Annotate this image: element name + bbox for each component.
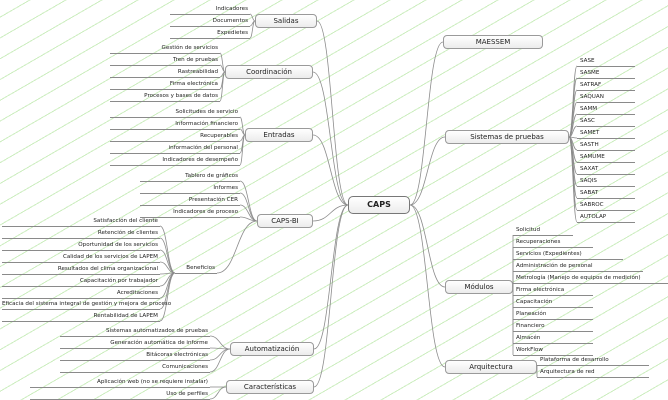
topic-arquitectura[interactable]: Arquitectura bbox=[445, 360, 537, 374]
connector bbox=[316, 20, 349, 206]
connector bbox=[249, 20, 256, 39]
modulo-item[interactable]: Financiero bbox=[513, 321, 593, 332]
connector bbox=[159, 272, 176, 322]
beneficio-item[interactable]: Rentabilidad de LAPEM bbox=[2, 311, 160, 322]
coordinacion-item[interactable]: Procesos y bases de datos bbox=[110, 91, 220, 102]
connector bbox=[409, 136, 446, 206]
salidas-item[interactable]: Documentos bbox=[170, 16, 250, 27]
beneficio-item[interactable]: Oportunidad de los servicios bbox=[2, 240, 160, 251]
sistema-prueba-item[interactable]: SASE bbox=[577, 56, 635, 67]
sistema-prueba-item[interactable]: SAMET bbox=[577, 128, 635, 139]
beneficio-item[interactable]: Calidad de los servicios de LAPEM bbox=[2, 252, 160, 263]
sistema-prueba-item[interactable]: SAMM bbox=[577, 104, 635, 115]
connector bbox=[209, 348, 231, 373]
topic-salidas[interactable]: Salidas bbox=[255, 14, 317, 28]
arquitectura-item[interactable]: Plataforma de desarrollo bbox=[537, 355, 649, 366]
connector bbox=[313, 204, 349, 350]
modulo-item[interactable]: Planeación bbox=[513, 309, 593, 320]
coordinacion-item[interactable]: Firma electrónica bbox=[110, 79, 220, 90]
topic-caracteristicas[interactable]: Características bbox=[226, 380, 314, 394]
topic-modulos[interactable]: Módulos bbox=[445, 280, 513, 294]
beneficio-item[interactable]: Acreditaciones bbox=[2, 288, 160, 299]
sistema-prueba-item[interactable]: SABAT bbox=[577, 188, 635, 199]
connector bbox=[409, 204, 446, 368]
automatizacion-item[interactable]: Generación automática de informe bbox=[60, 338, 210, 349]
topic-maessem[interactable]: MAESSEM bbox=[443, 35, 543, 49]
arquitectura-item[interactable]: Arquitectura de red bbox=[537, 367, 649, 378]
sistema-prueba-item[interactable]: SATRAF bbox=[577, 80, 635, 91]
topic-automatizacion[interactable]: Automatización bbox=[230, 342, 314, 356]
entradas-item[interactable]: Recuperables bbox=[110, 131, 240, 142]
beneficio-item[interactable]: Satisfacción del cliente bbox=[2, 216, 160, 227]
salidas-item[interactable]: Indicadores bbox=[170, 4, 250, 15]
salidas-item[interactable]: Expedietes bbox=[170, 28, 250, 39]
caps-bi-item[interactable]: Informes bbox=[140, 183, 240, 194]
modulo-item[interactable]: Almacén bbox=[513, 333, 593, 344]
automatizacion-item[interactable]: Sistemas automatizados de pruebas bbox=[60, 326, 210, 337]
entradas-item[interactable]: información del personal bbox=[110, 143, 240, 154]
sistema-prueba-item[interactable]: SAMUME bbox=[577, 152, 635, 163]
sistema-prueba-item[interactable]: SAXAT bbox=[577, 164, 635, 175]
caracteristicas-item[interactable]: Uso de perfiles bbox=[30, 389, 210, 400]
modulo-item[interactable]: Metrología (Manejo de equipos de medició… bbox=[513, 273, 668, 284]
caps-bi-item[interactable]: Tablero de gráficos bbox=[140, 171, 240, 182]
connector bbox=[159, 225, 176, 274]
connector bbox=[312, 204, 349, 222]
sistema-prueba-item[interactable]: SASME bbox=[577, 68, 635, 79]
modulo-item[interactable]: Servicios (Expedientes) bbox=[513, 249, 623, 260]
modulo-item[interactable]: Firma electrónica bbox=[513, 285, 593, 296]
automatizacion-item[interactable]: Bitácoras electrónicas bbox=[60, 350, 210, 361]
connector bbox=[239, 180, 258, 222]
connector bbox=[216, 220, 258, 274]
entradas-item[interactable]: Solicitudes de servicio bbox=[110, 107, 240, 118]
root-node[interactable]: CAPS bbox=[348, 196, 410, 214]
topic-caps-bi[interactable]: CAPS-BI bbox=[257, 214, 313, 228]
modulo-item[interactable]: Administración de personal bbox=[513, 261, 643, 272]
modulo-item[interactable]: WorkFlow bbox=[513, 345, 593, 356]
modulo-item[interactable]: Solicitud bbox=[513, 225, 573, 236]
beneficio-item[interactable]: Eficacia del sistema integral de gestión… bbox=[2, 299, 171, 310]
sistema-prueba-item[interactable]: SAQUAN bbox=[577, 92, 635, 103]
modulo-item[interactable]: Recuperaciones bbox=[513, 237, 593, 248]
connector bbox=[568, 77, 578, 138]
connector bbox=[312, 134, 349, 206]
automatizacion-item[interactable]: Comunicaciones bbox=[60, 362, 210, 373]
topic-sistemas-de-pruebas[interactable]: Sistemas de pruebas bbox=[445, 130, 569, 144]
entradas-item[interactable]: Información financiero bbox=[110, 119, 240, 130]
sistema-prueba-item[interactable]: SAQIS bbox=[577, 176, 635, 187]
beneficio-item[interactable]: Retención de clientes bbox=[2, 228, 160, 239]
connector bbox=[209, 335, 231, 350]
connector bbox=[409, 204, 446, 288]
coordinacion-item[interactable]: Gestión de servicios bbox=[110, 43, 220, 54]
sistema-prueba-item[interactable]: SASTH bbox=[577, 140, 635, 151]
caracteristicas-item[interactable]: Aplicación web (no se requiere instalar) bbox=[30, 377, 210, 388]
sistema-prueba-item[interactable]: AUTOLAP bbox=[577, 212, 635, 223]
topic-entradas[interactable]: Entradas bbox=[245, 128, 313, 142]
connector bbox=[239, 134, 246, 166]
connector bbox=[209, 348, 231, 361]
sistema-prueba-item[interactable]: SABROC bbox=[577, 200, 635, 211]
sistema-prueba-item[interactable]: SASC bbox=[577, 116, 635, 127]
caps-bi-item[interactable]: Presentación CER bbox=[140, 195, 240, 206]
coordinacion-item[interactable]: Rastreabilidad bbox=[110, 67, 220, 78]
beneficio-item[interactable]: Resultados del clima organizacional bbox=[2, 264, 160, 275]
connector bbox=[568, 136, 578, 223]
connector bbox=[312, 71, 349, 206]
connector bbox=[209, 386, 227, 400]
beneficios-node[interactable]: Beneficios bbox=[175, 263, 217, 274]
beneficio-item[interactable]: Capacitación por trabajador bbox=[2, 276, 160, 287]
connector bbox=[313, 204, 349, 388]
entradas-item[interactable]: Indicadores de desempeño bbox=[110, 155, 240, 166]
connector bbox=[409, 41, 444, 206]
caps-bi-item[interactable]: Indicadores de proceso bbox=[140, 207, 240, 218]
connector bbox=[219, 71, 226, 102]
connector bbox=[159, 249, 176, 274]
topic-coordinacion[interactable]: Coordinación bbox=[225, 65, 313, 79]
coordinacion-item[interactable]: Tren de pruebas bbox=[110, 55, 220, 66]
modulo-item[interactable]: Capacitación bbox=[513, 297, 593, 308]
